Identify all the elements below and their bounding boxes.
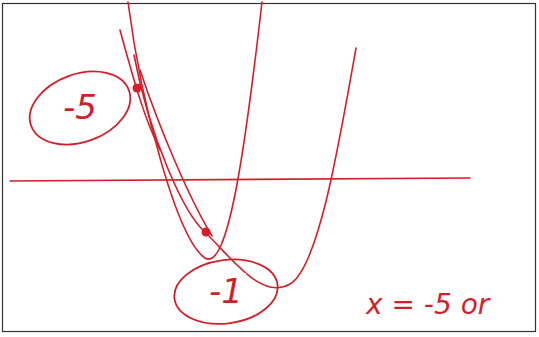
intersection-dot [133, 84, 142, 93]
circle-outline [20, 58, 141, 157]
answer-note: x = -5 or [366, 288, 489, 321]
root-value: -1 [206, 273, 246, 310]
circled-value: -1 [172, 258, 280, 325]
line-curve [140, 70, 212, 236]
root-value: -5 [60, 89, 100, 126]
x-axis [10, 178, 470, 181]
circled-value: -5 [26, 72, 134, 144]
sketch-stroke [120, 30, 160, 150]
frame [3, 4, 536, 332]
intersection-dot [202, 228, 211, 237]
quartic-curve [134, 48, 356, 288]
circle-outline [170, 253, 282, 330]
